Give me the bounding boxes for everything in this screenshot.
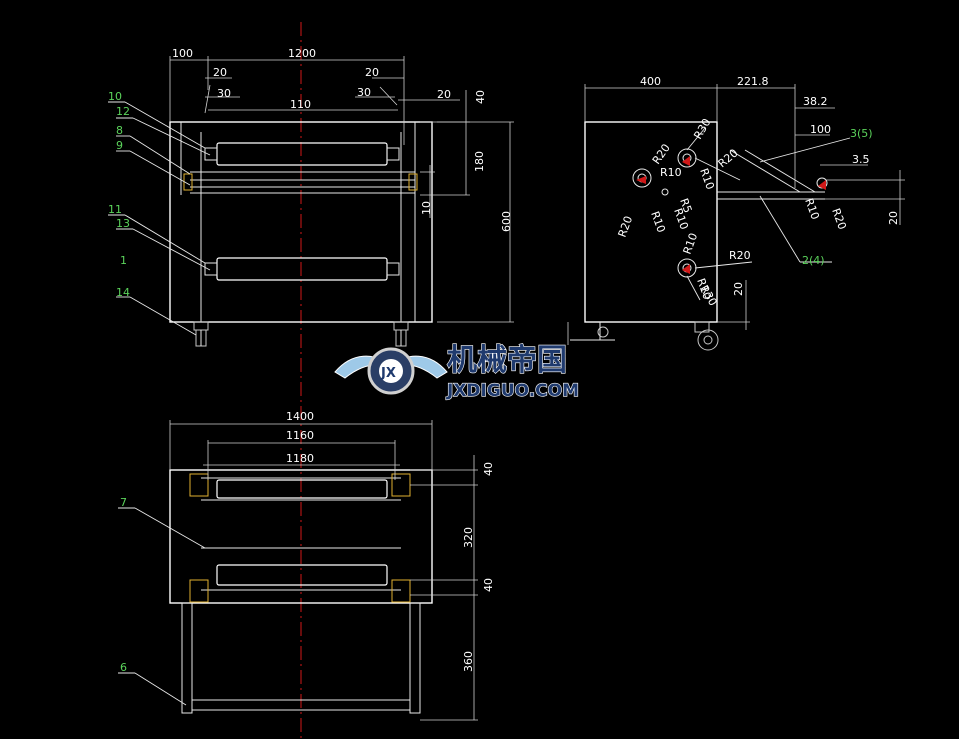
part-label-13: 13 bbox=[116, 217, 130, 230]
radius-r5: R5 bbox=[677, 197, 694, 215]
part-label-3-5: 3(5) bbox=[850, 127, 873, 140]
watermark-en-text: JXDIGUO.COM bbox=[446, 381, 579, 401]
dim-40-top: 40 bbox=[482, 462, 495, 476]
upper-roller bbox=[216, 142, 388, 166]
radius-r10-g: R10 bbox=[802, 197, 822, 222]
part-label-9: 9 bbox=[116, 139, 123, 152]
front-view: 100 1200 20 20 30 30 110 20 40 180 600 1… bbox=[108, 47, 514, 347]
part-label-6: 6 bbox=[120, 661, 127, 674]
side-caster bbox=[570, 321, 719, 351]
part-label-8: 8 bbox=[116, 124, 123, 137]
dim-30-left: 30 bbox=[217, 87, 231, 100]
dim-10: 10 bbox=[420, 201, 433, 215]
top-view: 1400 1160 1180 40 320 40 360 7 6 bbox=[118, 410, 495, 721]
dim-1400: 1400 bbox=[286, 410, 314, 423]
dim-20-side-bottom: 20 bbox=[732, 282, 745, 296]
radius-r20-d: R20 bbox=[729, 249, 751, 262]
dim-320: 320 bbox=[462, 527, 475, 548]
dim-1160: 1160 bbox=[286, 429, 314, 442]
front-frame bbox=[169, 121, 433, 323]
dim-1200: 1200 bbox=[288, 47, 316, 60]
radius-r10-b: R10 bbox=[697, 167, 717, 192]
lower-roller bbox=[216, 257, 388, 281]
dim-1180: 1180 bbox=[286, 452, 314, 465]
dim-360: 360 bbox=[462, 651, 475, 672]
dim-20-right: 20 bbox=[365, 66, 379, 79]
part-label-2-4: 2(4) bbox=[802, 254, 825, 267]
radius-r10-e: R10 bbox=[681, 231, 701, 256]
dim-400: 400 bbox=[640, 75, 661, 88]
dim-3-5: 3.5 bbox=[852, 153, 870, 166]
logo-badge-text: JX bbox=[380, 366, 396, 381]
dim-221-8: 221.8 bbox=[737, 75, 769, 88]
part-label-1: 1 bbox=[120, 254, 127, 267]
radius-r30-top: R30 bbox=[691, 116, 713, 141]
dim-20-top: 20 bbox=[437, 88, 451, 101]
part-label-7: 7 bbox=[120, 496, 127, 509]
side-frame bbox=[584, 121, 718, 323]
radius-r20-a: R20 bbox=[650, 142, 673, 167]
top-frame bbox=[169, 469, 433, 604]
caster-right bbox=[393, 321, 409, 347]
radius-r20-b: R20 bbox=[716, 146, 741, 170]
dim-180: 180 bbox=[473, 151, 486, 172]
dim-100-side: 100 bbox=[810, 123, 831, 136]
watermark-cn-text: 机械帝国 bbox=[447, 343, 567, 378]
caster-left bbox=[193, 321, 209, 347]
dim-40-bottom: 40 bbox=[482, 578, 495, 592]
dim-30-right: 30 bbox=[357, 86, 371, 99]
dim-600: 600 bbox=[500, 211, 513, 232]
part-label-14: 14 bbox=[116, 286, 130, 299]
part-label-10: 10 bbox=[108, 90, 122, 103]
left-leg bbox=[181, 602, 193, 714]
dim-100: 100 bbox=[172, 47, 193, 60]
side-view: 400 221.8 38.2 100 3.5 20 20 R30 R20 R10… bbox=[567, 75, 905, 351]
dim-20-side-right: 20 bbox=[887, 211, 900, 225]
radius-r10-c: R10 bbox=[648, 210, 668, 235]
part-label-12: 12 bbox=[116, 105, 130, 118]
radius-r20-e: R20 bbox=[829, 207, 849, 232]
dim-20-left: 20 bbox=[213, 66, 227, 79]
right-leg bbox=[409, 602, 421, 714]
radius-r20-c: R20 bbox=[616, 214, 636, 239]
watermark-logo: JX 机械帝国 JXDIGUO.COM bbox=[334, 342, 580, 402]
dim-38-2: 38.2 bbox=[803, 95, 828, 108]
dim-110: 110 bbox=[290, 98, 311, 111]
radius-r10-a: R10 bbox=[660, 166, 682, 179]
dim-40: 40 bbox=[474, 90, 487, 104]
part-label-11: 11 bbox=[108, 203, 122, 216]
